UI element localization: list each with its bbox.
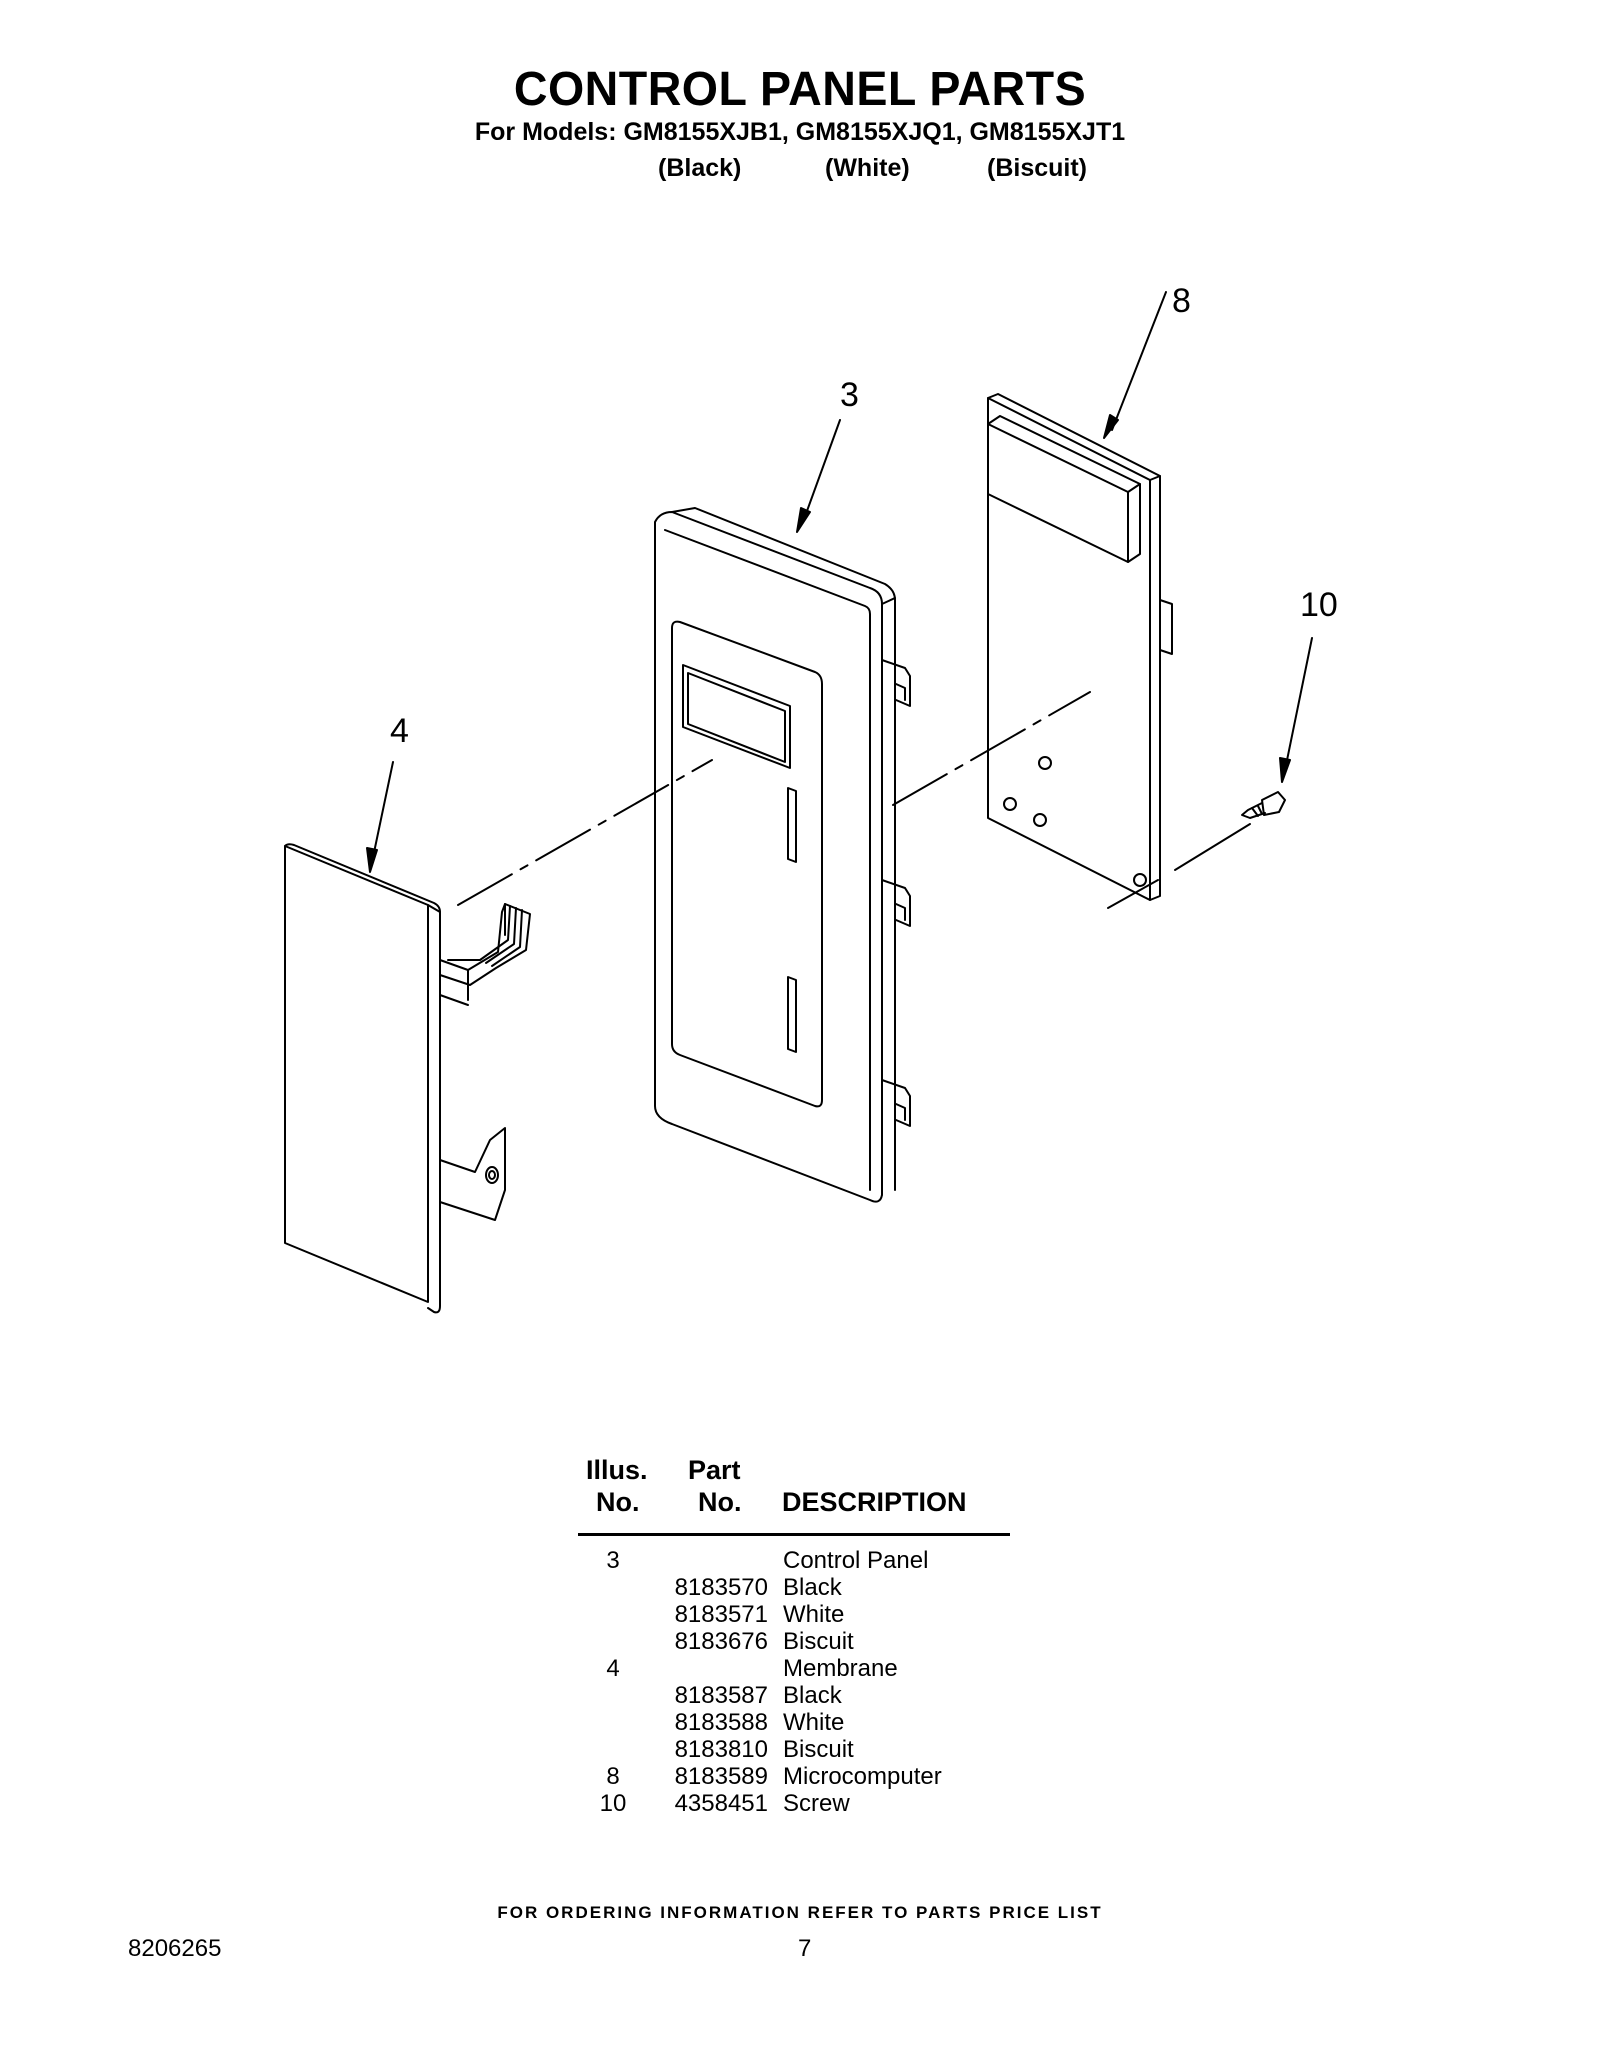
header-illus-1: Illus.: [586, 1455, 648, 1485]
table-row: 8183570 Black: [578, 1574, 1010, 1601]
header-illus-2: No.: [596, 1487, 640, 1517]
page-title: CONTROL PANEL PARTS: [513, 63, 1087, 116]
leader-arrows: [366, 291, 1313, 873]
illus-no: 8: [606, 1763, 620, 1790]
part-no: 8183676: [674, 1628, 768, 1655]
part-no: 8183571: [674, 1601, 768, 1628]
header-part-1: Part: [688, 1455, 741, 1485]
description: Black: [783, 1574, 842, 1601]
variant-white: (White): [825, 154, 910, 182]
part-no: 8183587: [674, 1682, 768, 1709]
variant-biscuit: (Biscuit): [987, 154, 1087, 182]
part-no: 8183570: [674, 1574, 768, 1601]
description: Microcomputer: [783, 1763, 942, 1790]
document-number: 8206265: [128, 1935, 222, 1962]
control-panel-part: [654, 507, 911, 1203]
part-no: 4358451: [674, 1790, 768, 1817]
exploded-parts-diagram: [284, 291, 1313, 1314]
description: Membrane: [783, 1655, 898, 1682]
variant-black: (Black): [658, 154, 742, 182]
callout-8: 8: [1172, 282, 1191, 320]
table-row: 8183587 Black: [578, 1682, 1010, 1709]
table-row: 8183676 Biscuit: [578, 1628, 1010, 1655]
part-no: 8183588: [674, 1709, 768, 1736]
description: Black: [783, 1682, 842, 1709]
description: Screw: [783, 1790, 850, 1817]
models-line: For Models: GM8155XJB1, GM8155XJQ1, GM81…: [474, 118, 1126, 146]
callout-4: 4: [390, 712, 409, 750]
header-description: DESCRIPTION: [782, 1487, 967, 1517]
part-no: 8183589: [674, 1763, 768, 1790]
table-row: 8183810 Biscuit: [578, 1736, 1010, 1763]
illus-no: 10: [599, 1790, 627, 1817]
illus-no: 3: [606, 1547, 620, 1574]
table-row: 8183588 White: [578, 1709, 1010, 1736]
microcomputer-part: [987, 393, 1173, 901]
description: White: [783, 1709, 845, 1736]
callout-10: 10: [1300, 586, 1338, 624]
callout-3: 3: [840, 376, 859, 414]
membrane-part: [284, 843, 531, 1314]
screw-part: [1241, 791, 1286, 819]
illus-no: 4: [606, 1655, 620, 1682]
description: Control Panel: [783, 1547, 929, 1574]
table-row: 3 Control Panel: [578, 1547, 1010, 1574]
assembly-lines: [457, 691, 1251, 909]
header-rule: [578, 1533, 1010, 1536]
ordering-note: FOR ORDERING INFORMATION REFER TO PARTS …: [497, 1903, 1103, 1922]
header-part-2: No.: [698, 1487, 742, 1517]
part-no: 8183810: [674, 1736, 768, 1763]
page-number: 7: [798, 1935, 812, 1962]
description: Biscuit: [783, 1736, 854, 1763]
description: White: [783, 1601, 845, 1628]
description: Biscuit: [783, 1628, 854, 1655]
table-row: 8183571 White: [578, 1601, 1010, 1628]
table-row: 10 4358451 Screw: [578, 1790, 1010, 1817]
table-row: 8 8183589 Microcomputer: [578, 1763, 1010, 1790]
table-row: 4 Membrane: [578, 1655, 1010, 1682]
